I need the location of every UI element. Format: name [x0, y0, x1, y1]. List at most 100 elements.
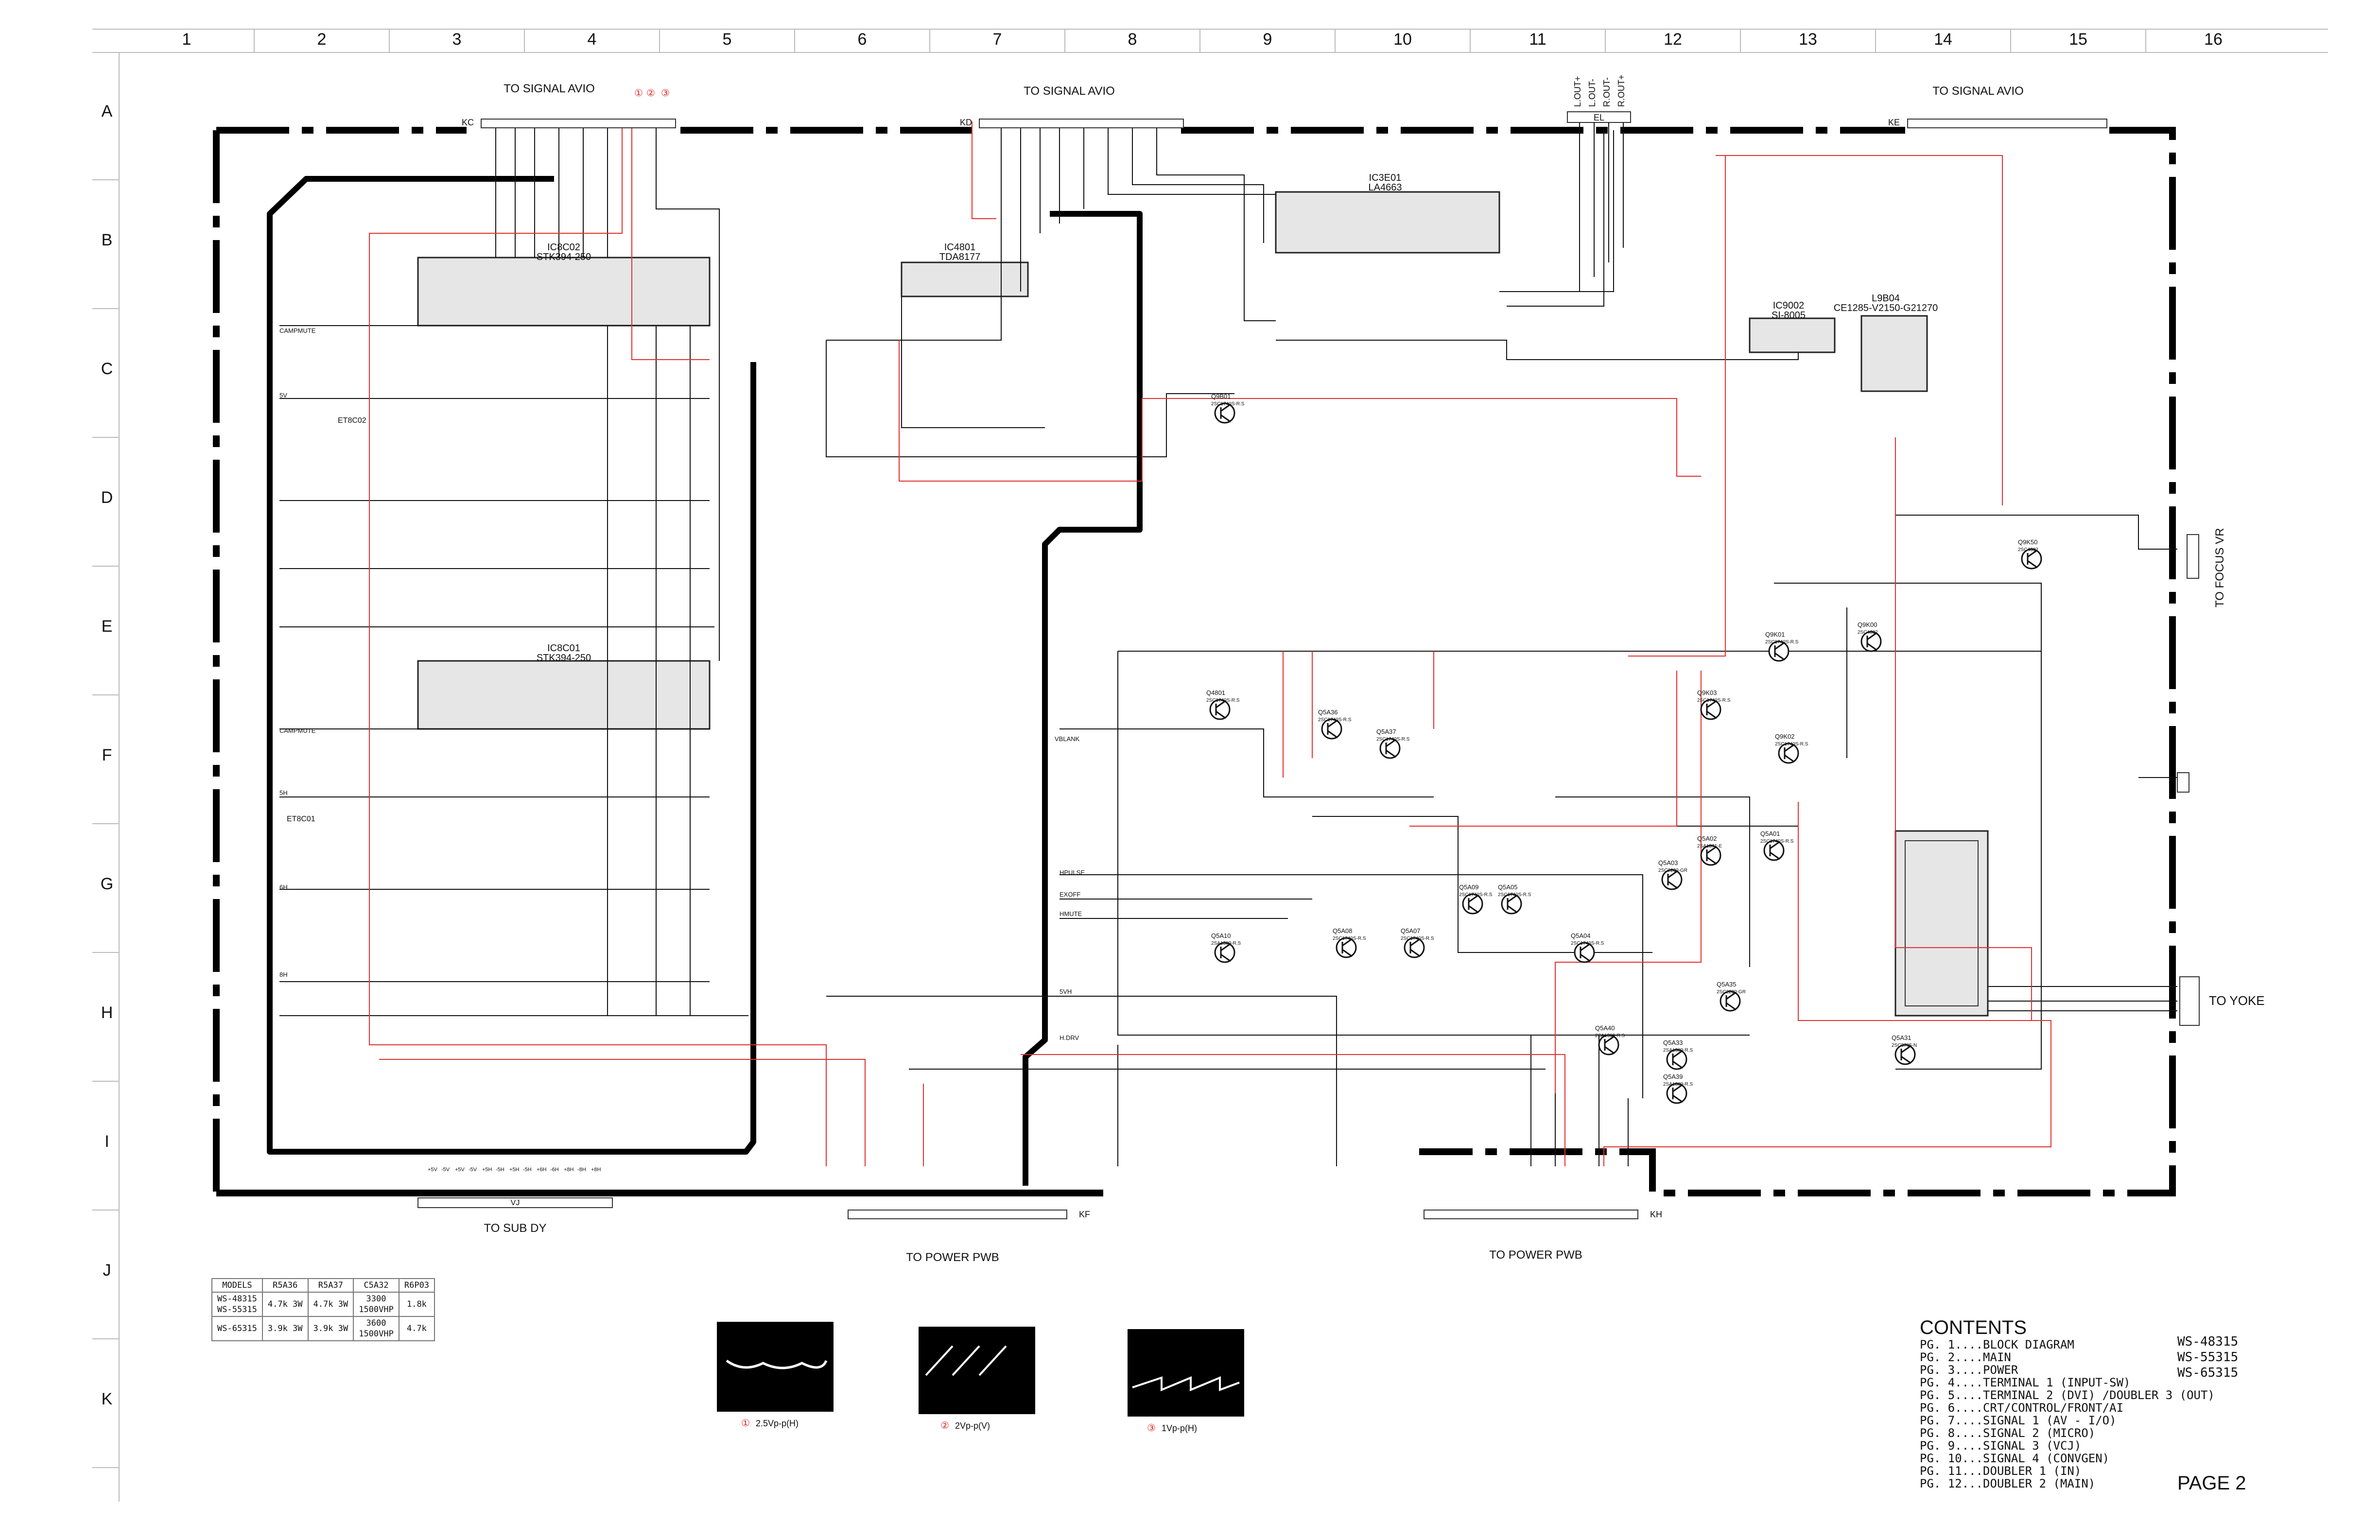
- el-pin-4: R.OUT+: [1616, 74, 1626, 107]
- transistor-group: Q9B012SC1740S-R.SQ5A012SC1740S-R.SQ5A022…: [1206, 393, 2042, 1104]
- transistor-part: 2SA1309-R.S: [1595, 1033, 1625, 1038]
- connector-el: EL L.OUT+ L.OUT- R.OUT- R.OUT+: [1567, 74, 1631, 292]
- contents-model: WS-55315: [2177, 1350, 2239, 1365]
- waveform-2-marker: ②: [940, 1420, 949, 1431]
- transistor-part: 2SA1309-R.S: [1663, 1048, 1693, 1053]
- vj-pin-label: +8H: [591, 1167, 601, 1173]
- ic3e01-ref: IC3E01: [1369, 173, 1402, 183]
- grid-row-label: G: [101, 875, 113, 893]
- transistor-symbol: [1209, 699, 1231, 720]
- transistor-symbol: [1860, 631, 1882, 652]
- transistor-symbol: [1894, 1044, 1916, 1065]
- models-cell: WS-65315: [211, 1316, 263, 1341]
- ic4801-ref: IC4801: [944, 242, 976, 253]
- grid-row-label: I: [104, 1132, 109, 1151]
- el-pin-1: L.OUT+: [1573, 76, 1582, 107]
- grid-column-label: 5: [723, 30, 732, 49]
- models-cell: WS-48315 WS-55315: [211, 1292, 263, 1317]
- connector-focus: TO FOCUS VR: [2187, 528, 2226, 607]
- transistor-part: 2SC1740S-R.S: [1211, 401, 1245, 407]
- transistor-ref: Q5A01: [1760, 830, 1780, 837]
- grid-row-label: K: [102, 1390, 113, 1408]
- connector-kc: KC TO SIGNAL AVIO ① ② ③: [462, 82, 676, 128]
- vj-pin-label: -5V: [469, 1167, 477, 1173]
- el-pin-3: R.OUT-: [1602, 77, 1612, 107]
- transistor-part: 2SC2230-GR: [1717, 989, 1746, 995]
- transistor-ref: Q5A05: [1498, 883, 1517, 891]
- wiring: [279, 121, 2177, 1166]
- transistor-symbol: [1462, 893, 1483, 915]
- connector-yoke: TO YOKE: [2179, 976, 2265, 1026]
- l9b04-part: CE1285-V2150-G21270: [1834, 303, 1938, 313]
- grid-column-label: 4: [588, 30, 597, 49]
- transistor-part: 2SC1740S-R.S: [1318, 717, 1352, 723]
- transistor-symbol: [1379, 738, 1401, 759]
- transistor-ref: Q5A04: [1571, 932, 1590, 939]
- waveform-2: ② 2Vp-p(V): [919, 1327, 1035, 1431]
- transistor-part: 2SC1740S-R.S: [1333, 936, 1366, 941]
- net-labels: CAMPMUTE 5V ET8C02 CAMPMUTE 5H ET8C01 6H…: [279, 327, 1085, 1041]
- grid-row-label: H: [101, 1004, 113, 1022]
- models-table: MODELS R5A36 R5A37 C5A32 R6P03 WS-48315 …: [211, 1278, 435, 1341]
- grid-row-label: C: [101, 360, 113, 378]
- transistor-part: 2SC1740S-R.S: [1571, 941, 1604, 946]
- models-header: R5A36: [261, 1278, 309, 1293]
- grid-row-label: E: [102, 617, 113, 636]
- transistor-symbol: [1720, 990, 1741, 1012]
- grid-column-label: 7: [993, 30, 1002, 49]
- vj-pin-label: +5H: [482, 1167, 492, 1173]
- focus-label: TO FOCUS VR: [2213, 528, 2226, 607]
- grid-column-label: 11: [1529, 30, 1546, 49]
- transistor-symbol: [1778, 743, 1799, 764]
- vj-id: VJ: [511, 1199, 520, 1207]
- transistor-part: 2SC4632: [2018, 547, 2038, 553]
- transistor-part: 2SC1740S-R.S: [1401, 936, 1434, 941]
- ic4801-block: IC4801 TDA8177: [901, 242, 1029, 297]
- vj-pin-label: -6H: [550, 1167, 559, 1173]
- transistor-symbol: [1404, 937, 1425, 958]
- net-label: CAMPMUTE: [279, 727, 316, 734]
- transistor-symbol: [1666, 1049, 1687, 1070]
- contents-item: PG. 11...DOUBLER 1 (IN): [1920, 1464, 2082, 1478]
- board-outline: [216, 127, 2176, 1196]
- transistor-symbol: [2021, 548, 2042, 570]
- kd-label: TO SIGNAL AVIO: [1024, 85, 1115, 98]
- transistor-symbol: [1700, 699, 1721, 720]
- contents-item: PG. 1....BLOCK DIAGRAM: [1920, 1338, 2074, 1351]
- net-label: H.DRV: [1060, 1034, 1079, 1041]
- grid-row-label: A: [102, 102, 113, 121]
- ic9002-part: SI-8005: [1772, 310, 1806, 321]
- connector-kf: KF TO POWER PWB: [848, 1210, 1090, 1264]
- transistor-ref: Q9K03: [1697, 689, 1717, 696]
- ic9002-ref: IC9002: [1773, 300, 1805, 311]
- transistor-part: 2SC1740S-R.S: [1775, 742, 1808, 747]
- grid-row-label: D: [101, 488, 113, 507]
- transistor-ref: Q5A36: [1318, 709, 1338, 716]
- transistor-part: 2SC1740S-R.S: [1459, 892, 1493, 898]
- contents-title: CONTENTS: [1920, 1317, 2027, 1338]
- ic4801-part: TDA8177: [939, 252, 981, 262]
- contents-item: PG. 7....SIGNAL 1 (AV - I/O): [1920, 1414, 2117, 1427]
- ic9002-block: IC9002 SI-8005: [1749, 300, 1836, 353]
- transistor-ref: Q5A09: [1459, 883, 1478, 891]
- vj-pin-label: -8H: [577, 1167, 586, 1173]
- transistor-symbol: [1501, 893, 1522, 915]
- transistor-symbol: [1768, 640, 1789, 662]
- vj-label: TO SUB DY: [484, 1222, 547, 1235]
- transistor-ref: Q4801: [1206, 689, 1225, 696]
- transistor-ref: Q5A07: [1401, 927, 1420, 934]
- net-label: 5V: [279, 392, 287, 399]
- grid-row-label: F: [102, 746, 112, 764]
- waveform-1-caption: 2.5Vp-p(H): [756, 1419, 799, 1428]
- contents-item: PG. 2....MAIN: [1920, 1350, 2011, 1364]
- grid-column-label: 1: [182, 30, 191, 49]
- grid-column-label: 14: [1934, 30, 1952, 49]
- ke-label: TO SIGNAL AVIO: [1932, 85, 2024, 98]
- yoke-label: TO YOKE: [2209, 993, 2265, 1008]
- kh-id: KH: [1650, 1210, 1662, 1219]
- transistor-ref: Q9B01: [1211, 393, 1231, 400]
- grid-row-label: J: [103, 1261, 111, 1280]
- net-label: ET8C02: [338, 416, 366, 425]
